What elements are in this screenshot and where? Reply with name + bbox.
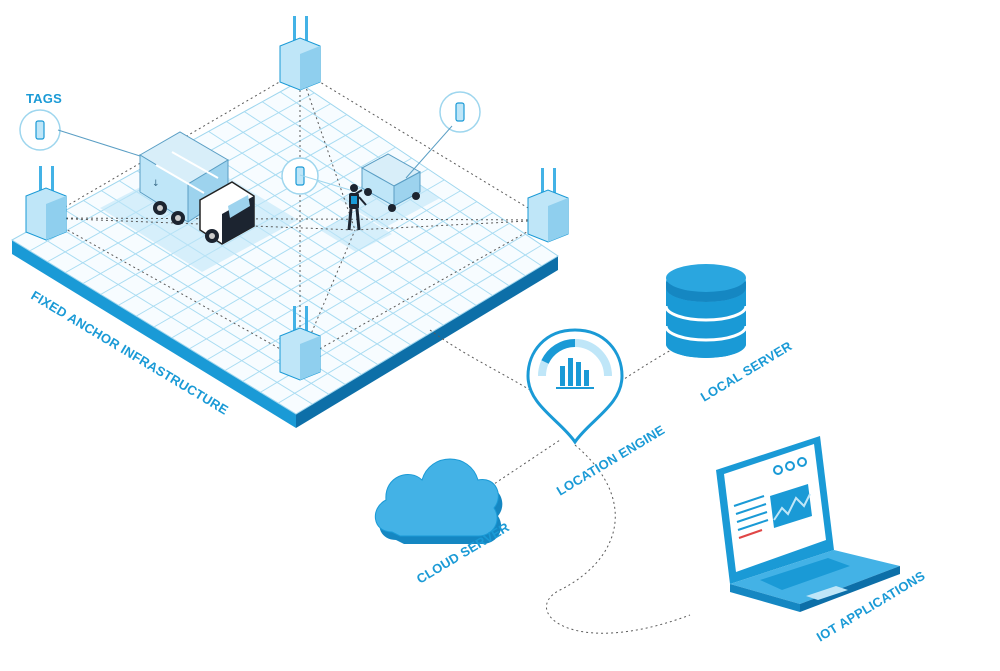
location-pin-icon <box>526 328 624 445</box>
tags-label: TAGS <box>26 91 62 106</box>
tag-icon <box>439 91 481 133</box>
platform-right-side <box>296 256 558 428</box>
anchors <box>25 16 569 381</box>
tag-icon <box>281 157 319 195</box>
truck-icon: ↓ <box>139 131 255 245</box>
anchor-icon <box>527 168 569 243</box>
svg-text:↓: ↓ <box>152 179 160 189</box>
tags <box>19 91 481 195</box>
cloud-icon <box>375 458 503 544</box>
platform-left-side <box>12 240 296 428</box>
anchor-icon <box>279 306 321 381</box>
worker-icon <box>347 184 367 231</box>
anchor-icon <box>279 16 321 91</box>
cart-icon <box>351 153 422 212</box>
tag-icon <box>19 109 61 151</box>
anchor-icon <box>25 166 67 241</box>
worker-floor-shadow <box>320 212 392 252</box>
database-icon <box>664 264 748 358</box>
platform <box>11 81 559 428</box>
laptop-icon <box>716 436 900 612</box>
